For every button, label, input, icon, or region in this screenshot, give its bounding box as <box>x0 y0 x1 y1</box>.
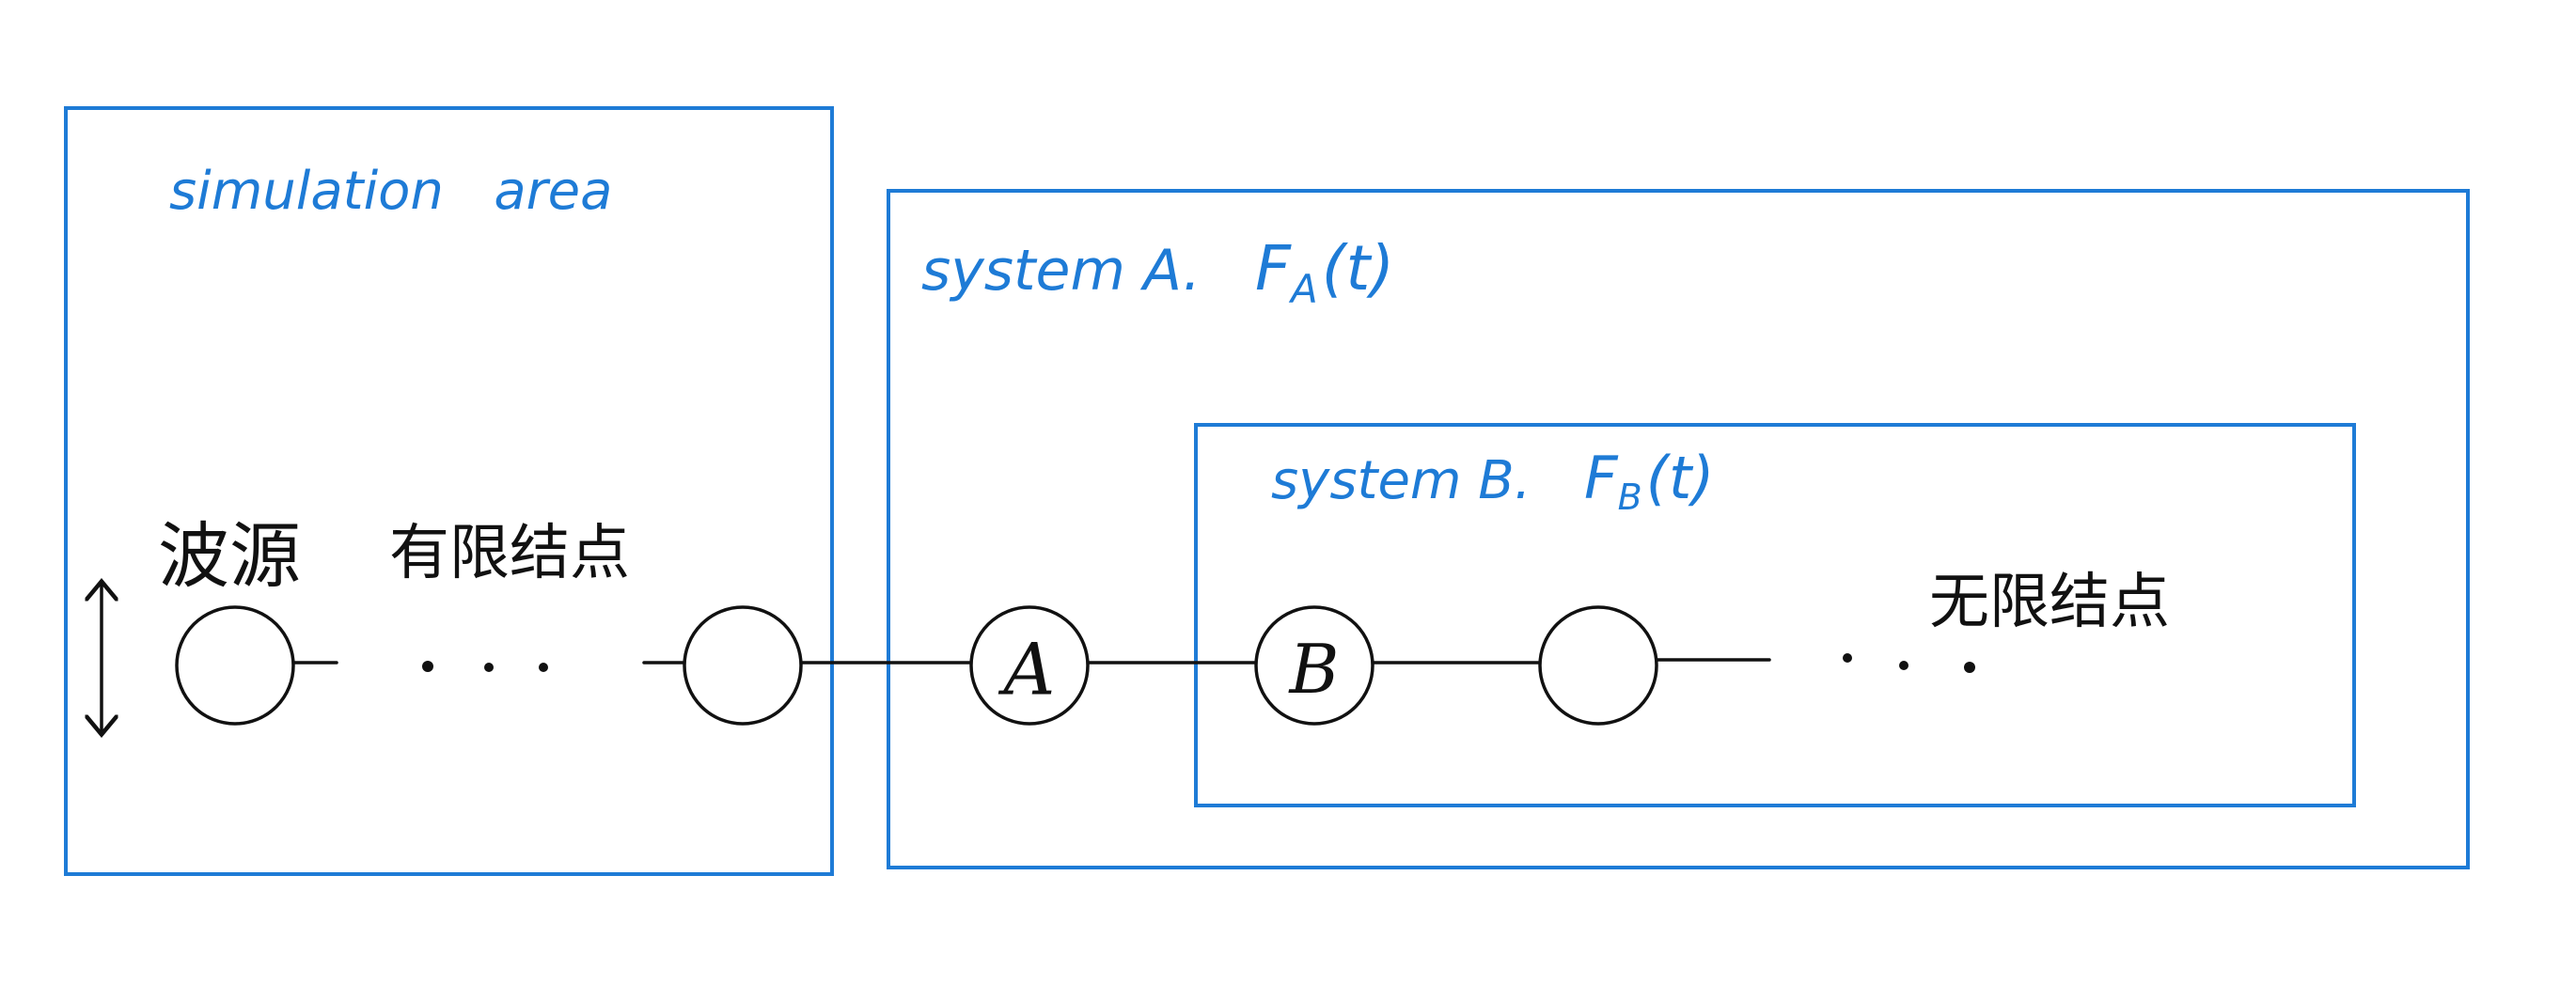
system-b-label: system B. <box>1271 450 1531 511</box>
system-b-force-argument: (t) <box>1646 444 1715 512</box>
node-a-label: A <box>998 628 1056 712</box>
wave-source-node <box>175 605 295 726</box>
ellipsis-dot <box>1964 662 1975 673</box>
wave-source-label: 波源 <box>158 514 301 598</box>
system-b-force-symbol: F <box>1584 444 1619 512</box>
simulation-area-box <box>64 106 834 876</box>
infinite-chain-node <box>1538 605 1658 726</box>
finite-nodes-label: 有限结点 <box>389 519 630 588</box>
ellipsis-dot <box>484 663 494 672</box>
system-b-force: FB(t) <box>1584 444 1714 518</box>
system-b-force-subscript: B <box>1618 477 1642 518</box>
node-b <box>1254 605 1374 726</box>
system-a-box <box>887 189 2470 869</box>
last-finite-node <box>683 605 803 726</box>
simulation-area-label: simulation area <box>169 161 612 222</box>
system-b-label-group: system B. FB(t) <box>1271 444 1714 518</box>
ellipsis-dot <box>1843 653 1852 663</box>
system-a-label-group: system A. FA(t) <box>921 232 1394 312</box>
system-a-force-argument: (t) <box>1322 232 1394 305</box>
ellipsis-dot <box>1899 661 1908 670</box>
node-b-label: B <box>1288 630 1340 709</box>
infinite-nodes-label: 无限结点 <box>1929 568 2170 637</box>
system-a-force-symbol: F <box>1255 232 1292 305</box>
system-a-force-subscript: A <box>1288 266 1318 312</box>
system-b-box <box>1194 423 2356 807</box>
system-a-force: FA(t) <box>1255 232 1394 312</box>
ellipsis-dot <box>422 661 433 672</box>
system-a-label: system A. <box>921 238 1201 304</box>
ellipsis-dot <box>539 663 548 672</box>
node-a <box>969 605 1090 726</box>
